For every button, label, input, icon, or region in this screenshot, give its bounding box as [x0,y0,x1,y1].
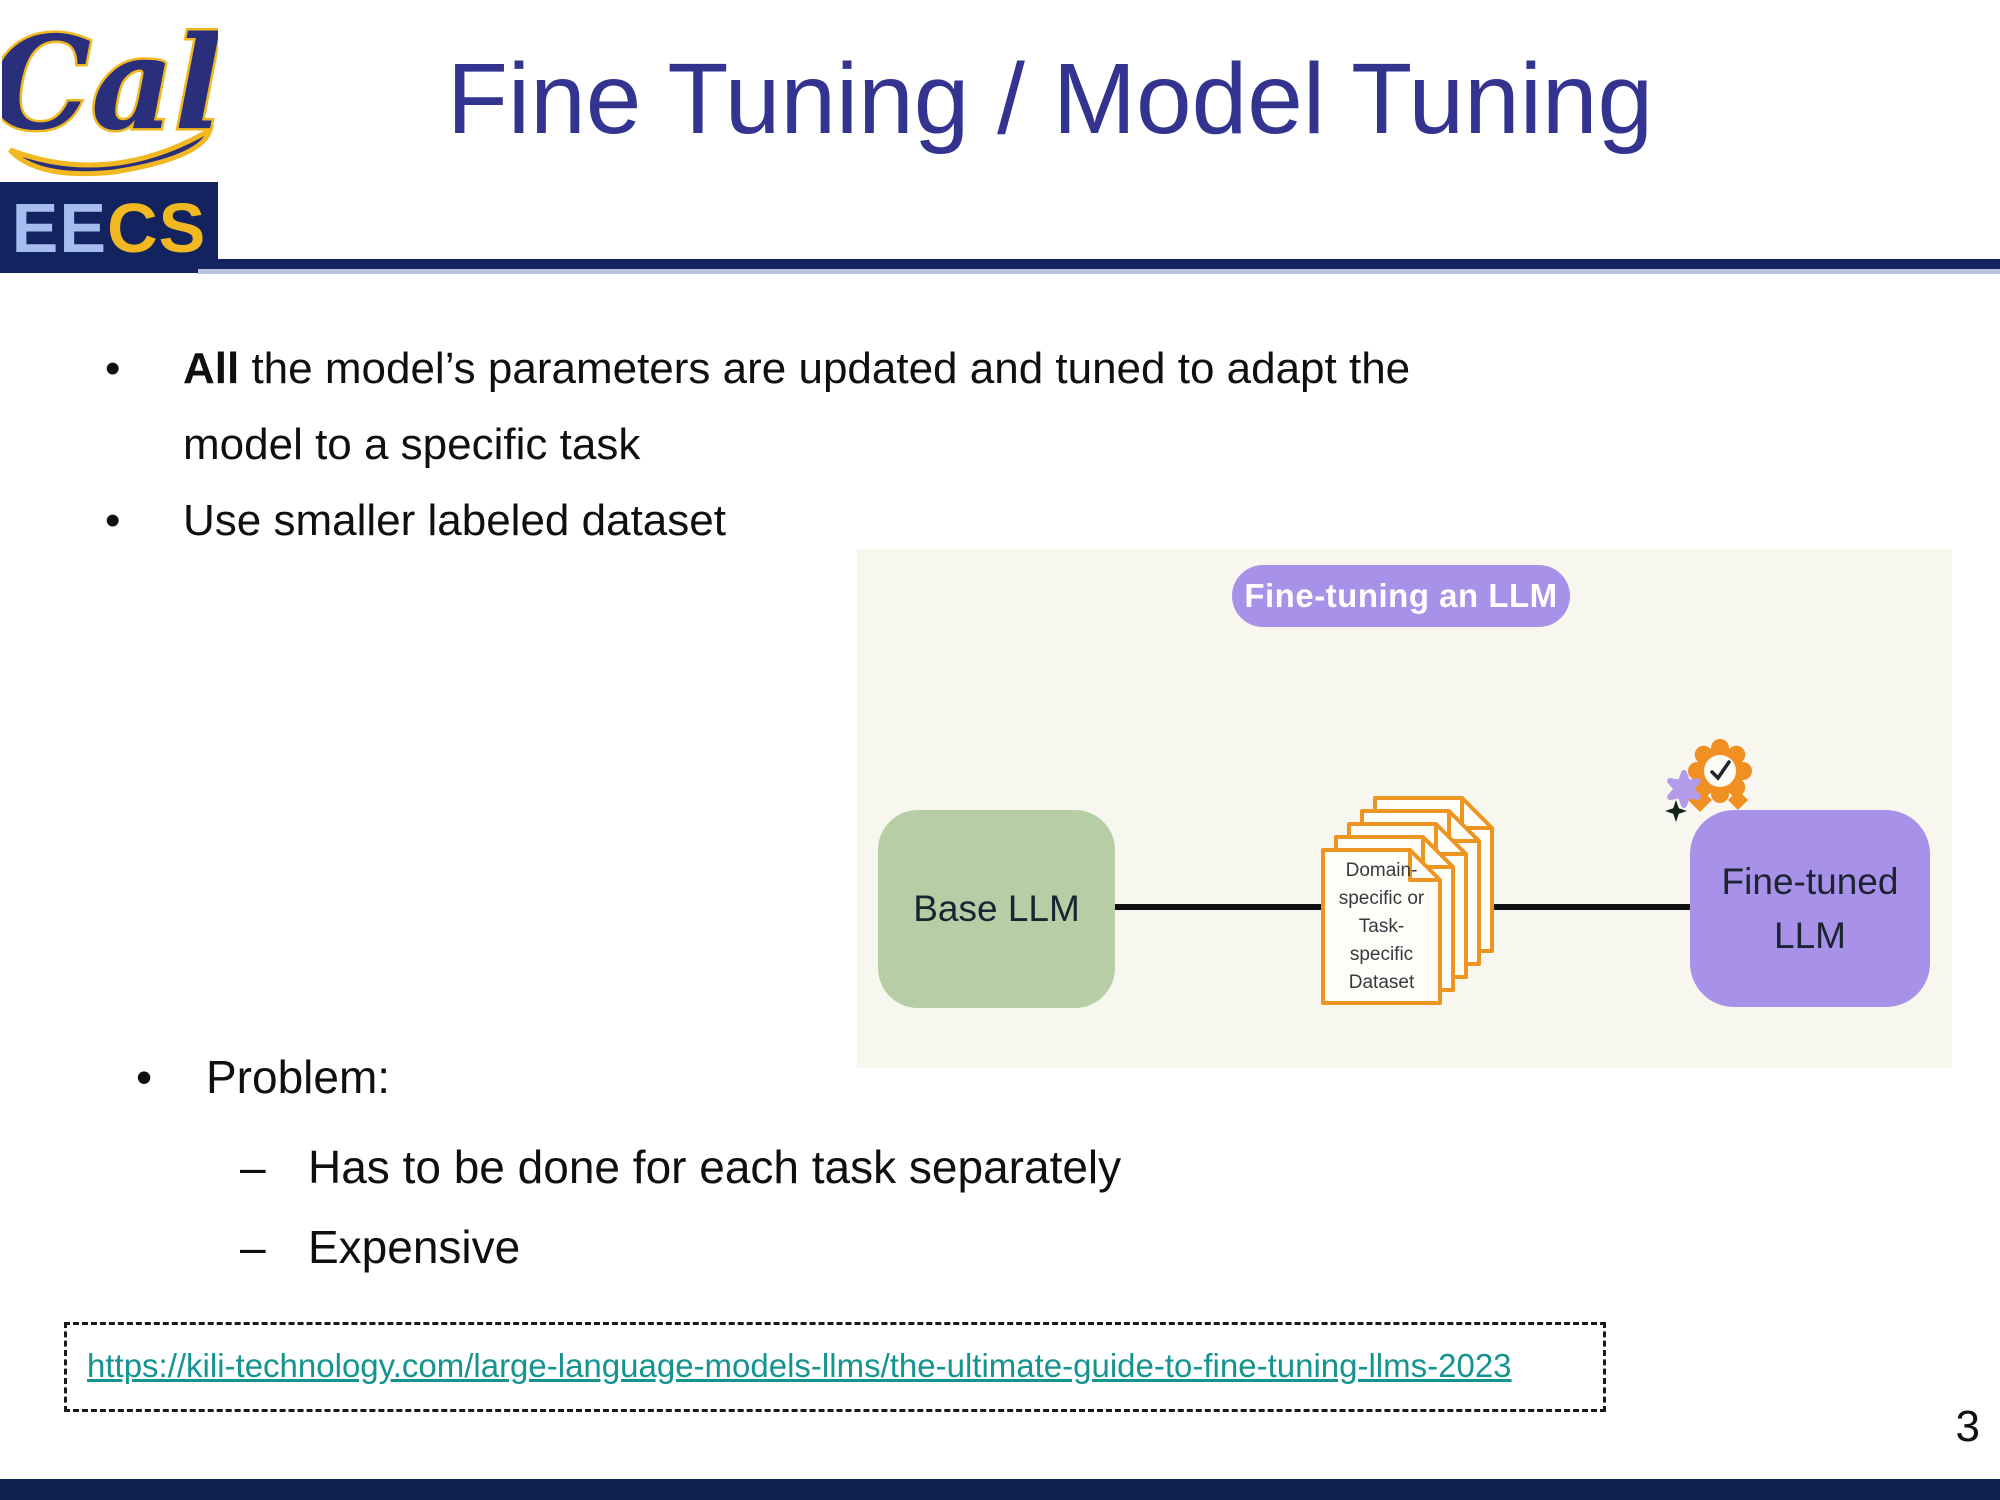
base-llm-label: Base LLM [913,888,1080,929]
bottom-bar [0,1479,2000,1500]
dataset-label-line: Task- [1358,915,1405,937]
bullet1-line2: model to a specific task [183,420,641,469]
bullet-marker: • [136,1051,153,1103]
fine-tuned-line1: Fine-tuned [1721,860,1899,902]
bullet2-text: Use smaller labeled dataset [183,496,726,545]
dataset-label-line: specific or [1338,887,1425,909]
bullet-marker: • [105,344,121,393]
header-rule-light [198,269,2000,274]
sparkle-icon [1665,800,1687,822]
cal-logo: Cal [2,7,218,177]
dataset-label-line: Dataset [1348,971,1415,993]
sub-bullet-dash: – [240,1221,266,1273]
page-number: 3 [1955,1402,1980,1451]
dataset-documents-icon [1321,796,1494,1005]
source-link[interactable]: https://kili-technology.com/large-langua… [87,1347,1512,1384]
bullet1-line1-rest: the model’s parameters are updated and t… [239,344,1411,393]
eecs-cs-text: CS [107,188,207,267]
dataset-label: Domain- specific or Task- specific Datas… [1323,853,1440,1000]
dataset-label-line: Domain- [1345,859,1418,881]
bullet1-line1: All the model’s parameters are updated a… [183,344,1410,394]
eecs-ee-text: EE [11,188,108,267]
diagram-title-pill: Fine-tuning an LLM [1232,565,1570,627]
check-icon [1710,760,1731,781]
cal-logo-text: Cal [2,9,218,159]
base-llm-node: Base LLM [878,810,1115,1008]
award-badge-icon [1665,739,1752,822]
diamond-icon [1728,790,1748,810]
sub-bullet-dash: – [240,1141,266,1193]
bullet1-bold-word: All [183,344,240,393]
dataset-label-line: specific [1349,943,1414,965]
problem-sub2: Expensive [308,1221,521,1273]
fine-tuned-line2: LLM [1774,914,1846,956]
bullet-marker: • [105,496,121,545]
page-title: Fine Tuning / Model Tuning [446,43,1654,155]
purple-star-icon [1667,770,1701,808]
diagram-title-text: Fine-tuning an LLM [1244,577,1558,614]
header-rule-dark [198,259,2000,269]
fine-tuning-diagram: Fine-tuning an LLM Base LLM Domain- spec… [857,549,1952,1068]
citation-box: https://kili-technology.com/large-langua… [64,1322,1606,1412]
cal-logo-swoosh [8,124,215,177]
problem-heading: Problem: [206,1051,391,1103]
problem-sub1: Has to be done for each task separately [308,1141,1122,1193]
rosette-icon [1688,739,1752,803]
